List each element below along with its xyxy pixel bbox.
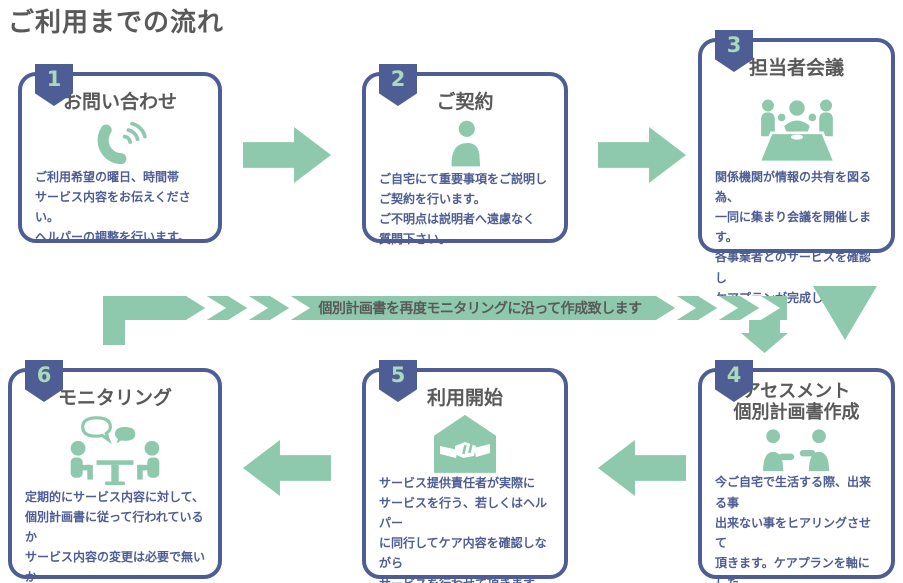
monitoring-icon — [67, 415, 163, 487]
step-card-3: 3 担当者会議 関係機関が情報の共有を図る為、 一同に集まり会議を開催します。 … — [698, 30, 895, 305]
step-number: 3 — [726, 33, 742, 57]
step-description: ご自宅にて重要事項をご説明し ご契約を行います。 ご不明点は説明者へ遠慮なく 質… — [379, 171, 548, 247]
page-title: ご利用までの流れ — [8, 8, 225, 38]
arrow-step1-to-step2 — [243, 127, 331, 183]
step-number: 4 — [726, 363, 742, 387]
step-title: 担当者会議 — [748, 57, 844, 79]
meeting-icon — [754, 85, 840, 167]
step-card-2: 2 ご契約 ご自宅にて重要事項をご説明し ご契約を行います。 ご不明点は説明者へ… — [362, 64, 568, 246]
step-description: 今ご自宅で生活する際、出来る事 出来ない事をヒアリングさせて 頂きます。ケアプラ… — [715, 475, 872, 583]
step-card-1: 1 お問い合わせ ご利用希望の曜日、時間帯 サービス内容をお伝えください。 ヘル… — [18, 64, 222, 244]
step-description: サービス提供責任者が実際に サービスを行う、若しくはヘルパー に同行してケア内容… — [379, 475, 548, 583]
step-title: ご契約 — [436, 91, 494, 113]
arrow-step4-to-step5 — [598, 440, 686, 496]
banner-right-connector — [749, 318, 780, 334]
step-title: アセスメント 個別計画書作成 — [733, 381, 860, 423]
step-number-badge: 2 — [379, 64, 417, 106]
arrow-step2-to-step3 — [598, 127, 686, 183]
step-description: 定期的にサービス内容に対して、 個別計画書に従って行われているか サービス内容の… — [25, 489, 206, 583]
step-number: 2 — [390, 67, 406, 91]
step-number-badge: 3 — [715, 30, 753, 72]
banner-down-arrowhead — [741, 333, 788, 353]
step-card-5: 5 利用開始 サービス提供責任者が実際に サービスを行う、若しくはヘルパー に同… — [362, 360, 568, 583]
handshake-house-icon — [434, 414, 496, 473]
step-number-badge: 5 — [379, 360, 417, 402]
step-number: 1 — [46, 67, 62, 91]
contract-person-icon — [439, 119, 491, 169]
step-card-6: 6 モニタリング 定期的にサービス内容に対して、 個別計画書に従って行われている… — [8, 360, 222, 583]
step-card-4: 4 アセスメント 個別計画書作成 今ご自宅で生活する際、出来る事 出来ない事をヒ… — [698, 360, 895, 583]
hearing-icon — [760, 428, 834, 472]
step-number: 6 — [36, 363, 52, 387]
step-number: 5 — [390, 363, 406, 387]
banner-label: 個別計画書を再度モニタリングに沿って作成致します — [318, 301, 642, 317]
phone-icon — [92, 119, 148, 167]
step-title: 利用開始 — [426, 387, 503, 409]
step-title: モニタリング — [57, 387, 172, 409]
step-title: お問い合わせ — [62, 91, 177, 113]
step-description: ご利用希望の曜日、時間帯 サービス内容をお伝えください。 ヘルパーの調整を行いま… — [35, 169, 191, 245]
arrow-step5-to-step6 — [243, 440, 331, 496]
